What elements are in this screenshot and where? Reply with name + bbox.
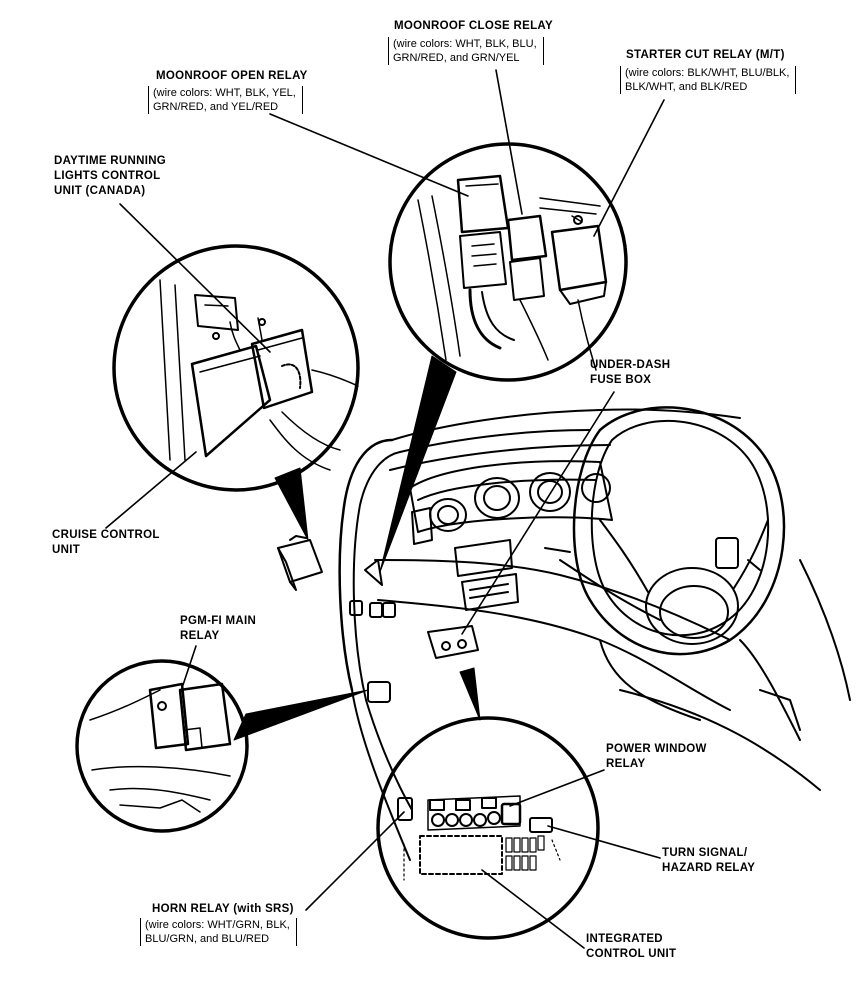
label-power-window-relay: POWER WINDOW RELAY [606,742,707,772]
label-drl-line-1: DAYTIME RUNNING [54,155,167,167]
fuse-box-detail-circle [376,716,600,940]
label-power-window-line-2: RELAY [606,758,646,770]
label-moonroof-close-title: MOONROOF CLOSE RELAY [394,20,553,32]
label-pgm-fi-line-1: PGM-FI MAIN [180,615,257,627]
note-moonroof-close-line-2: GRN/RED, and GRN/YEL [393,52,520,64]
note-starter-cut-line-1: (wire colors: BLK/WHT, BLU/BLK, [625,67,790,79]
label-turn-signal-line-2: HAZARD RELAY [662,862,756,874]
note-moonroof-close-line-1: (wire colors: WHT, BLK, BLU, [393,38,537,50]
dashboard-drawing [277,406,851,861]
note-horn-line-1: (wire colors: WHT/GRN, BLK, [145,919,290,931]
note-horn-line-2: BLU/GRN, and BLU/RED [145,933,270,945]
label-horn-relay: HORN RELAY (with SRS) [152,902,294,917]
label-turn-signal-hazard-relay: TURN SIGNAL/ HAZARD RELAY [662,846,755,876]
label-power-window-line-1: POWER WINDOW [606,743,707,755]
note-moonroof-open-line-2: GRN/RED, and YEL/RED [153,101,279,113]
label-moonroof-close-relay: MOONROOF CLOSE RELAY [394,19,553,34]
label-integrated-line-1: INTEGRATED [586,933,663,945]
label-moonroof-open-title: MOONROOF OPEN RELAY [156,70,308,82]
label-drl-line-2: LIGHTS CONTROL [54,170,161,182]
leader-lines [105,69,665,949]
label-cruise-control-unit: CRUISE CONTROL UNIT [52,528,160,558]
note-moonroof-close-wires: (wire colors: WHT, BLK, BLU, GRN/RED, an… [388,37,544,65]
label-starter-cut-relay: STARTER CUT RELAY (M/T) [626,48,785,63]
note-horn-relay-wires: (wire colors: WHT/GRN, BLK, BLU/GRN, and… [140,918,297,946]
note-moonroof-open-line-1: (wire colors: WHT, BLK, YEL, [153,87,296,99]
label-under-dash-line-1: UNDER-DASH [590,359,671,371]
moonroof-detail-circle [388,142,628,382]
label-moonroof-open-relay: MOONROOF OPEN RELAY [156,69,308,84]
note-starter-cut-line-2: BLK/WHT, and BLK/RED [625,81,748,93]
note-moonroof-open-wires: (wire colors: WHT, BLK, YEL, GRN/RED, an… [148,86,303,114]
label-under-dash-line-2: FUSE BOX [590,374,652,386]
label-under-dash-fuse-box: UNDER-DASH FUSE BOX [590,358,670,388]
label-daytime-running-lights: DAYTIME RUNNING LIGHTS CONTROL UNIT (CAN… [54,154,166,199]
label-pgm-fi-line-2: RELAY [180,630,220,642]
label-cruise-line-2: UNIT [52,544,81,556]
label-integrated-line-2: CONTROL UNIT [586,948,677,960]
note-starter-cut-wires: (wire colors: BLK/WHT, BLU/BLK, BLK/WHT,… [620,66,797,94]
label-pgm-fi-main-relay: PGM-FI MAIN RELAY [180,614,256,644]
label-drl-line-3: UNIT (CANADA) [54,185,146,197]
label-horn-title: HORN RELAY (with SRS) [152,903,294,915]
label-turn-signal-line-1: TURN SIGNAL/ [662,847,748,859]
label-integrated-control-unit: INTEGRATED CONTROL UNIT [586,932,676,962]
label-cruise-line-1: CRUISE CONTROL [52,529,160,541]
label-starter-cut-title: STARTER CUT RELAY (M/T) [626,49,785,61]
pointer-wedges [233,355,481,741]
drl-detail-circle [112,244,360,492]
pgm-fi-detail-circle [75,659,249,833]
